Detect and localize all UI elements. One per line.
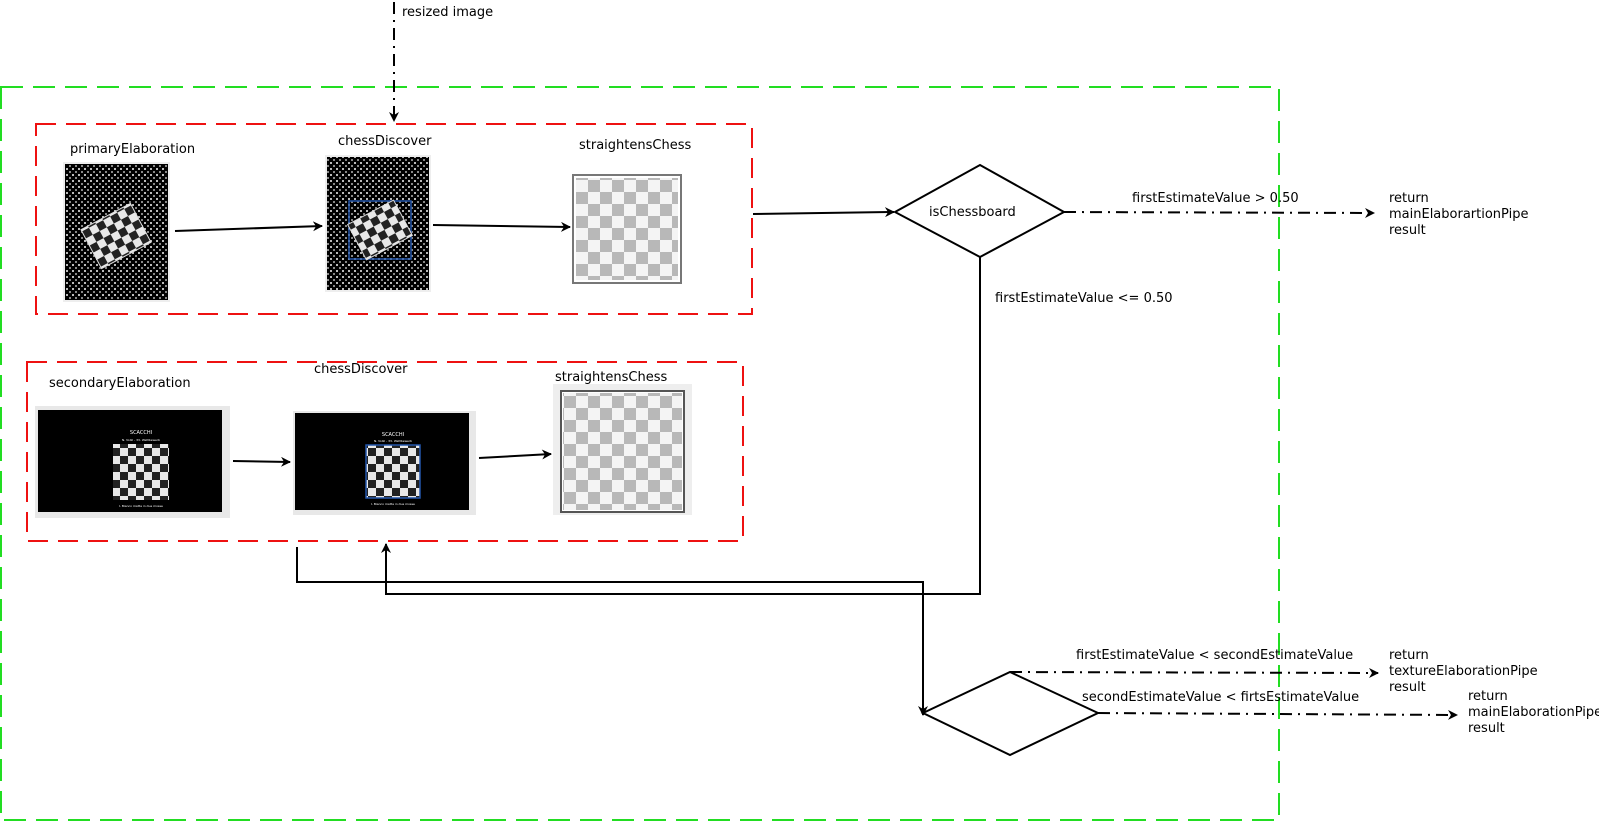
result-3-line-3: result xyxy=(1468,721,1505,736)
result-2-line-2: textureElaborationPipe xyxy=(1389,664,1538,679)
primary-discover-image xyxy=(325,155,431,292)
primary-arrow-1 xyxy=(174,221,323,232)
result-1-line-3: result xyxy=(1389,223,1426,238)
secondary-straighten-image xyxy=(553,384,692,515)
primary-elaboration-title: primaryElaboration xyxy=(70,142,195,157)
is-chessboard-label: isChessboard xyxy=(929,205,1016,220)
primary-discover-title: chessDiscover xyxy=(338,134,432,149)
input-label: resized image xyxy=(402,5,493,20)
outer-container xyxy=(0,86,1280,821)
primary-straighten-image xyxy=(572,174,682,284)
branch-a-arrow xyxy=(1009,667,1379,678)
primary-group xyxy=(35,123,753,315)
screen-caption-1: I. Bianco matta in due mosse xyxy=(119,504,163,508)
result-3-line-2: mainElaborationPipe xyxy=(1468,705,1599,720)
branch-b-condition: secondEstimateValue < firtsEstimateValue xyxy=(1082,690,1359,705)
result-2-line-3: result xyxy=(1389,680,1426,695)
secondary-straighten-title: straightensChess xyxy=(555,370,667,385)
primary-straighten-title: straightensChess xyxy=(579,138,691,153)
no-branch-line xyxy=(381,257,981,595)
no-condition-label: firstEstimateValue <= 0.50 xyxy=(995,291,1173,306)
result-1-line-2: mainElaborartionPipe xyxy=(1389,207,1528,222)
compare-estimates-decision xyxy=(920,670,1101,757)
secondary-discover-title: chessDiscover xyxy=(314,362,408,377)
branch-a-condition: firstEstimateValue < secondEstimateValue xyxy=(1076,648,1353,663)
secondary-to-decision-line xyxy=(296,547,928,716)
screen-caption-2: I. Bianco matta in due mosse xyxy=(371,502,415,506)
screen-title-1: SCACCHI xyxy=(130,430,152,436)
yes-branch-arrow xyxy=(1063,207,1375,218)
secondary-arrow-1 xyxy=(232,456,291,467)
branch-b-arrow xyxy=(1097,709,1458,720)
secondary-elaboration-image: SCACCHI N. Volkl - 33. Wettbewerb I. Bia… xyxy=(35,406,230,518)
secondary-arrow-2 xyxy=(478,449,552,460)
yes-condition-label: firstEstimateValue > 0.50 xyxy=(1132,191,1299,206)
result-2-line-1: return xyxy=(1389,648,1429,663)
secondary-discover-image: SCACCHI N. Volkl - 33. Wettbewerb I. Bia… xyxy=(293,411,476,515)
secondary-elaboration-title: secondaryElaboration xyxy=(49,376,191,391)
screen-title-2: SCACCHI xyxy=(382,432,404,438)
primary-elaboration-image xyxy=(63,162,170,302)
screen-subtitle-1: N. Volkl - 33. Wettbewerb xyxy=(122,438,160,442)
result-3-line-1: return xyxy=(1468,689,1508,704)
primary-arrow-2 xyxy=(432,221,571,232)
primary-to-decision-arrow xyxy=(752,207,895,218)
result-1-line-1: return xyxy=(1389,191,1429,206)
screen-subtitle-2: N. Volkl - 33. Wettbewerb xyxy=(374,439,412,443)
